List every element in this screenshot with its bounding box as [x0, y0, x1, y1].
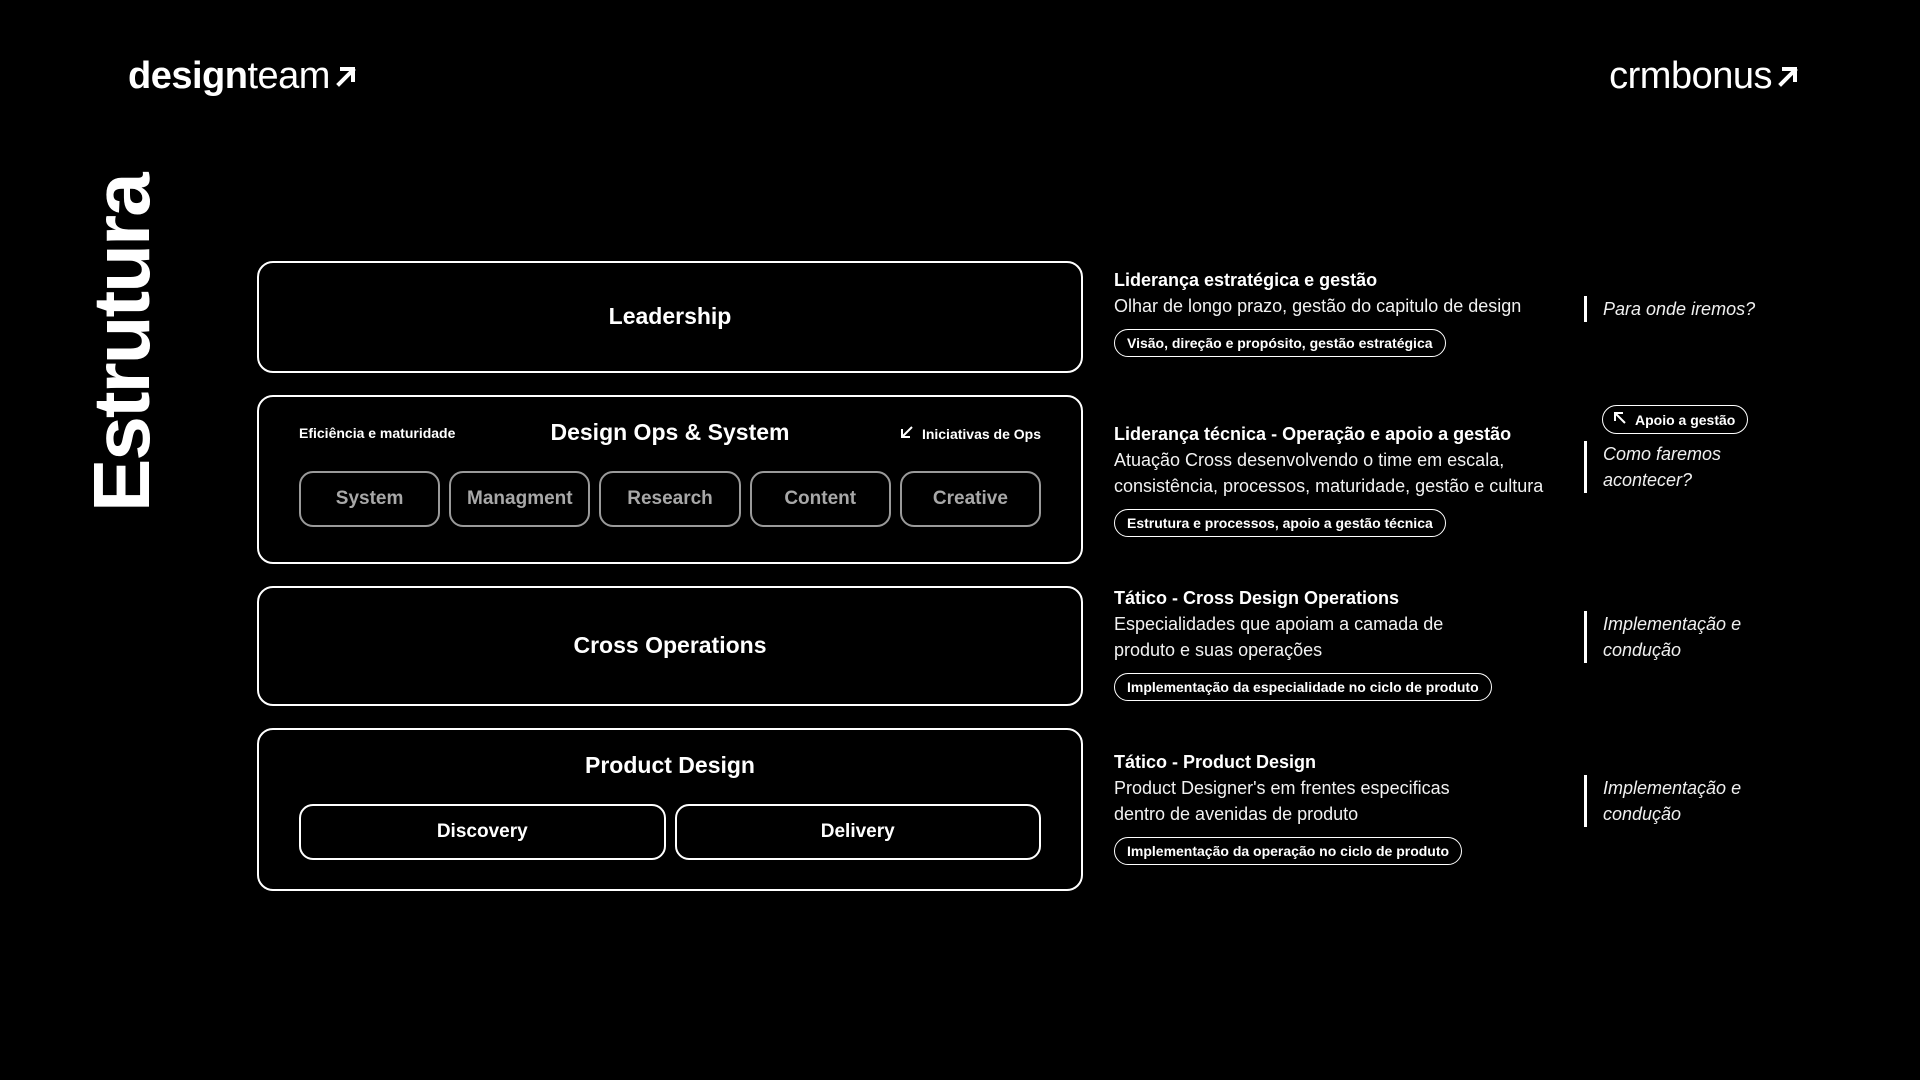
description-line: dentro de avenidas de produto	[1114, 804, 1359, 824]
description-pill: Visão, direção e propósito, gestão estra…	[1114, 329, 1446, 357]
description-line: Especialidades que apoiam a camada de	[1114, 614, 1444, 634]
arrow-up-right-icon	[334, 52, 358, 100]
layer-product-design: Product Design Discovery Delivery	[257, 728, 1083, 891]
question-line: Para onde iremos?	[1603, 299, 1756, 319]
description-line: consistência, processos, maturidade, ges…	[1114, 476, 1544, 496]
designteam-logo: designteam	[128, 52, 358, 100]
apoio-pill-label: Apoio a gestão	[1635, 411, 1736, 428]
question-line: Implementação e	[1603, 778, 1742, 798]
description-title: Liderança estratégica e gestão	[1114, 270, 1378, 290]
layer-design-ops: Eficiência e maturidade Design Ops & Sys…	[257, 395, 1083, 564]
description-line: produto e suas operações	[1114, 640, 1323, 660]
ops-right-note: Iniciativas de Ops	[900, 425, 1041, 442]
question-block: Como faremos acontecer?	[1584, 441, 1783, 493]
question-block: Para onde iremos?	[1584, 296, 1783, 322]
chip-discovery: Discovery	[299, 804, 666, 860]
ops-right-note-label: Iniciativas de Ops	[921, 425, 1041, 442]
layer-title: Cross Operations	[573, 632, 767, 658]
layer-title: Design Ops & System	[550, 419, 790, 445]
ops-chip-row: System Managment Research Content Creati…	[299, 471, 1042, 527]
question-line: Como faremos	[1603, 444, 1722, 464]
question-line: condução	[1603, 640, 1682, 660]
chip-system: System	[299, 471, 441, 527]
question-block: Implementação e condução	[1584, 611, 1783, 663]
description-block: Tático - Product Design Product Designer…	[1114, 749, 1574, 865]
description-pill: Implementação da especialidade no ciclo …	[1114, 673, 1492, 701]
chip-content: Content	[749, 471, 891, 527]
description-line: Product Designer's em frentes especifica…	[1114, 778, 1450, 798]
description-title: Tático - Cross Design Operations	[1114, 588, 1400, 608]
description-line: Atuação Cross desenvolvendo o time em es…	[1114, 450, 1505, 470]
description-pill: Estrutura e processos, apoio a gestão té…	[1114, 509, 1446, 537]
logo-left-strong: design	[128, 55, 248, 97]
description-pill: Implementação da operação no ciclo de pr…	[1114, 837, 1463, 865]
page-title: Estrutura	[77, 174, 166, 512]
description-block: Liderança técnica - Operação e apoio a g…	[1114, 421, 1574, 537]
description-block: Liderança estratégica e gestão Olhar de …	[1114, 267, 1574, 357]
apoio-gestao-pill: Apoio a gestão	[1602, 405, 1749, 434]
description-line: Olhar de longo prazo, gestão do capitulo…	[1114, 296, 1522, 316]
arrow-up-left-icon	[1613, 411, 1627, 428]
question-line: acontecer?	[1603, 470, 1693, 490]
arrow-down-left-icon	[900, 425, 914, 442]
arrow-up-right-icon	[1776, 52, 1800, 100]
question-block: Implementação e condução	[1584, 775, 1783, 827]
product-chip-row: Discovery Delivery	[299, 804, 1041, 860]
crmbonus-logo: crmbonus	[1609, 52, 1800, 100]
layer-cross-operations: Cross Operations	[257, 586, 1083, 706]
question-line: Implementação e	[1603, 614, 1742, 634]
chip-creative: Creative	[899, 471, 1042, 527]
description-title: Tático - Product Design	[1114, 752, 1317, 772]
layer-title: Product Design	[585, 752, 755, 778]
logo-right-text: crmbonus	[1609, 55, 1772, 97]
description-title: Liderança técnica - Operação e apoio a g…	[1114, 424, 1512, 444]
layer-leadership: Leadership	[257, 261, 1083, 373]
logo-left-light: team	[247, 55, 330, 97]
chip-delivery: Delivery	[674, 804, 1041, 860]
chip-managment: Managment	[449, 471, 591, 527]
ops-left-note: Eficiência e maturidade	[299, 425, 456, 441]
chip-research: Research	[599, 471, 741, 527]
layer-title: Leadership	[608, 303, 732, 329]
question-line: condução	[1603, 804, 1682, 824]
description-block: Tático - Cross Design Operations Especia…	[1114, 585, 1574, 701]
